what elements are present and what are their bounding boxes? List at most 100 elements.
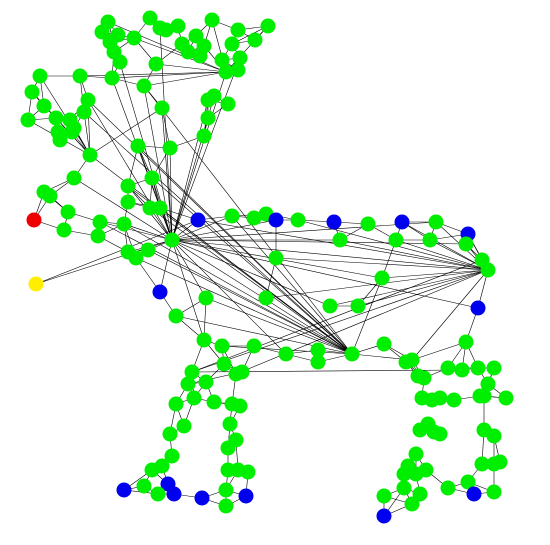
graph-edge bbox=[111, 71, 227, 79]
graph-node-green bbox=[422, 232, 438, 248]
graph-edge bbox=[339, 239, 489, 271]
graph-node-green bbox=[186, 390, 202, 406]
graph-node-green bbox=[230, 22, 246, 38]
graph-edge bbox=[137, 145, 173, 241]
graph-node-green bbox=[170, 18, 186, 34]
graph-edge bbox=[171, 57, 241, 241]
graph-node-green bbox=[486, 484, 502, 500]
graph-edge bbox=[143, 71, 227, 87]
graph-node-green bbox=[376, 488, 392, 504]
graph-node-green bbox=[234, 364, 250, 380]
graph-edge bbox=[151, 177, 353, 355]
graph-edge bbox=[89, 107, 163, 156]
graph-node-green bbox=[388, 232, 404, 248]
graph-node-green bbox=[76, 104, 92, 120]
graph-node-green bbox=[230, 62, 246, 78]
graph-edge bbox=[87, 99, 173, 241]
graph-node-green bbox=[90, 228, 106, 244]
graph-node-green bbox=[310, 342, 326, 358]
graph-node-green bbox=[218, 482, 234, 498]
graph-node-green bbox=[198, 374, 214, 390]
graph-node-green bbox=[408, 446, 424, 462]
graph-node-green bbox=[396, 466, 412, 482]
graph-node-green bbox=[140, 242, 156, 258]
graph-node-green bbox=[344, 346, 360, 362]
graph-node-green bbox=[310, 354, 326, 370]
graph-node-green bbox=[92, 214, 108, 230]
graph-edge bbox=[171, 239, 331, 307]
graph-edge bbox=[143, 85, 173, 241]
graph-node-green bbox=[278, 346, 294, 362]
graph-edge bbox=[73, 177, 173, 241]
graph-edge bbox=[171, 215, 233, 241]
graph-node-green bbox=[290, 212, 306, 228]
graph-node-green bbox=[416, 370, 432, 386]
graph-node-green bbox=[332, 232, 348, 248]
graph-edge bbox=[275, 257, 489, 271]
graph-node-green bbox=[94, 24, 110, 40]
graph-node-green bbox=[224, 36, 240, 52]
graph-edge bbox=[357, 269, 489, 307]
graph-edge bbox=[83, 111, 353, 355]
graph-node-green bbox=[258, 290, 274, 306]
graph-node-blue bbox=[152, 284, 168, 300]
graph-node-green bbox=[350, 298, 366, 314]
graph-node-green bbox=[142, 10, 158, 26]
graph-node-green bbox=[246, 210, 262, 226]
graph-edge bbox=[35, 219, 199, 285]
graph-edge bbox=[235, 269, 489, 375]
graph-node-green bbox=[116, 216, 132, 232]
graph-node-green bbox=[162, 426, 178, 442]
graph-node-green bbox=[32, 68, 48, 84]
graph-node-green bbox=[260, 18, 276, 34]
graph-node-green bbox=[224, 208, 240, 224]
graph-edge bbox=[265, 269, 489, 299]
graph-node-green bbox=[440, 480, 456, 496]
graph-node-green bbox=[60, 204, 76, 220]
graph-node-green bbox=[184, 364, 200, 380]
graph-edge bbox=[171, 239, 489, 271]
graph-edge bbox=[191, 259, 483, 373]
graph-node-green bbox=[136, 78, 152, 94]
graph-node-green bbox=[144, 462, 160, 478]
graph-edge bbox=[127, 185, 353, 355]
graph-node-green bbox=[376, 336, 392, 352]
graph-node-green bbox=[164, 232, 180, 248]
graph-edge bbox=[137, 145, 353, 355]
graph-node-green bbox=[126, 30, 142, 46]
graph-node-green bbox=[460, 474, 476, 490]
graph-edge bbox=[149, 207, 353, 355]
graph-node-green bbox=[196, 128, 212, 144]
graph-node-green bbox=[216, 356, 232, 372]
graph-node-green bbox=[154, 100, 170, 116]
graph-node-green bbox=[458, 236, 474, 252]
graph-edge bbox=[411, 341, 467, 361]
graph-node-green bbox=[268, 250, 284, 266]
edge-layer bbox=[27, 17, 507, 517]
graph-node-blue bbox=[238, 488, 254, 504]
graph-edge bbox=[171, 239, 205, 341]
graph-node-green bbox=[36, 98, 52, 114]
graph-node-green bbox=[128, 250, 144, 266]
graph-node-green bbox=[56, 222, 72, 238]
graph-node-green bbox=[418, 462, 434, 478]
graph-node-green bbox=[240, 464, 256, 480]
graph-node-green bbox=[472, 388, 488, 404]
graph-node-green bbox=[72, 68, 88, 84]
graph-node-green bbox=[498, 390, 514, 406]
graph-node-green bbox=[206, 394, 222, 410]
graph-node-green bbox=[206, 88, 222, 104]
graph-edge bbox=[159, 239, 173, 293]
graph-node-green bbox=[222, 416, 238, 432]
graph-node-blue bbox=[194, 490, 210, 506]
graph-node-green bbox=[412, 422, 428, 438]
graph-edge bbox=[123, 223, 173, 241]
graph-node-green bbox=[174, 36, 190, 52]
graph-node-green bbox=[428, 214, 444, 230]
graph-node-blue bbox=[166, 486, 182, 502]
graph-node-green bbox=[52, 132, 68, 148]
graph-node-green bbox=[374, 270, 390, 286]
graph-node-green bbox=[218, 498, 234, 514]
graph-node-green bbox=[120, 194, 136, 210]
graph-node-green bbox=[220, 440, 236, 456]
